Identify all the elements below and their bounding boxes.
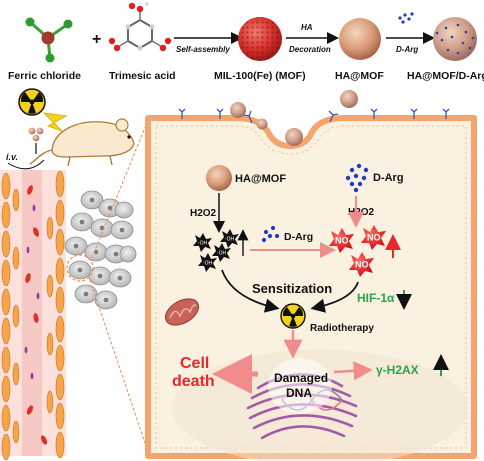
ha-mof-d-arg-dots (435, 23, 475, 55)
inner-membrane-line (155, 125, 467, 449)
d-arg-dots-top (398, 12, 414, 24)
plus-sign: + (92, 31, 101, 48)
trimesic-acid-molecule (108, 2, 172, 52)
damaged-dna-label-line2: DNA (286, 386, 312, 400)
ha-mof-d-arg-particle (433, 17, 477, 61)
mid-d-arg-dots (261, 225, 280, 243)
intracellular-ha-mof (206, 165, 232, 191)
mouse-icon (29, 118, 135, 167)
h2o2-left-label: H2O2 (190, 208, 217, 219)
no-molecules: NO NO NO (329, 225, 386, 277)
oh-radical-label: ·OH (225, 237, 235, 243)
mid-d-arg-label: D-Arg (284, 231, 313, 243)
oh-radical-label: ·OH (203, 261, 213, 267)
zoom-line-bottom (89, 279, 149, 453)
mitochondrion-icon (164, 298, 200, 326)
trimesic-acid-label: Trimesic acid (109, 70, 176, 82)
injected-nanoparticles (28, 127, 44, 142)
ha-mof-particle (339, 18, 381, 60)
no-label: NO (355, 260, 369, 270)
radiotherapy-icon (280, 303, 306, 329)
golgi-apparatus (246, 373, 358, 440)
intracellular-d-arg-label: D-Arg (373, 172, 404, 184)
intracellular-ha-mof-label: HA@MOF (235, 173, 286, 185)
lightning-bolt (42, 112, 68, 132)
oh-sensitization-arrow (221, 269, 280, 313)
zoom-circle (66, 254, 94, 282)
radiotherapy-label: Radiotherapy (310, 323, 374, 334)
d-arg-arrow-label: D-Arg (396, 45, 418, 54)
h2o2-right-label: H2O2 (348, 207, 375, 218)
ha-mof-label: HA@MOF (335, 70, 384, 82)
self-assembly-label: Self-assembly (176, 45, 230, 54)
h2ax-label: γ-H2AX (376, 363, 419, 377)
hif-label: HIF-1α (357, 291, 395, 305)
damaged-dna-label-line1: Damaged (274, 371, 328, 385)
no-sensitization-arrow (310, 281, 359, 313)
cell-death-label-line1: Cell (180, 355, 209, 372)
tumor-cell-cluster (64, 190, 137, 310)
damaged-dna-halo (268, 358, 332, 414)
extracellular-nanoparticles (230, 90, 358, 146)
intracellular-d-arg-dots (345, 163, 369, 193)
radiation-icon-top (18, 88, 46, 116)
ha-arrow-label: HA (301, 23, 313, 32)
final-label: HA@MOF/D-Arg (407, 70, 484, 82)
no-label: NO (367, 233, 381, 243)
decoration-label: Decoration (289, 45, 331, 54)
oh-radical-label: ·OH (198, 241, 208, 247)
mof-label: MIL-100(Fe) (MOF) (214, 70, 306, 82)
no-label: NO (335, 236, 349, 246)
ferric-chloride-label: Ferric chloride (8, 70, 81, 82)
iv-label: i.v. (6, 152, 18, 162)
mof-particle-texture (238, 17, 282, 61)
injection-curve (7, 159, 45, 170)
sensitization-label: Sensitization (252, 281, 332, 296)
oh-radical-label: ·OH (217, 251, 227, 257)
hydroxyl-radicals: ·OH ·OH ·OH ·OH (193, 229, 239, 272)
blood-vessel (0, 170, 66, 461)
cell-death-label-line2: death (172, 373, 215, 390)
cd44-receptors (178, 108, 450, 124)
dna-to-h2ax-arrow (333, 361, 373, 381)
ferric-chloride-molecule (25, 17, 73, 63)
